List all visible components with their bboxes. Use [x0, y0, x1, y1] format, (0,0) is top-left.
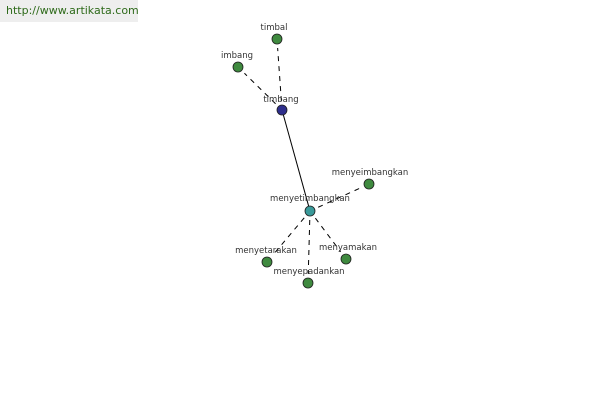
node-label-menyetimbangkan: menyetimbangkan	[270, 194, 350, 204]
node-label-menyamakan: menyamakan	[319, 243, 377, 253]
node-label-menyeimbangkan: menyeimbangkan	[332, 168, 409, 178]
graph-edges	[244, 47, 362, 275]
node-label-timbang: timbang	[263, 95, 298, 105]
node-menyamakan[interactable]	[340, 253, 352, 265]
edge-menyetimbangkan-menyeimbangkan	[317, 187, 362, 208]
node-label-menyepadankan: menyepadankan	[273, 267, 344, 277]
edge-timbang-imbang	[244, 72, 276, 105]
edge-timbang-timbal	[277, 47, 282, 102]
node-timbang[interactable]	[276, 104, 288, 116]
node-menyeimbangkan[interactable]	[363, 178, 375, 190]
edge-menyetimbangkan-menyepadankan	[307, 219, 311, 275]
edge-timbang-menyetimbangkan	[282, 114, 310, 207]
node-label-imbang: imbang	[221, 51, 253, 61]
watermark-url: http://www.artikata.com	[0, 0, 139, 22]
node-menyetarakan[interactable]	[261, 256, 273, 268]
edge-menyetimbangkan-menyetarakan	[272, 217, 305, 256]
node-imbang[interactable]	[232, 61, 244, 73]
node-menyepadankan[interactable]	[302, 277, 314, 289]
node-label-menyetarakan: menyetarakan	[235, 246, 297, 256]
graph-nodes	[232, 33, 375, 289]
node-label-timbal: timbal	[261, 23, 288, 33]
graph-labels: timbang timbal imbang menyetimbangkan menyei…	[221, 23, 408, 277]
edge-menyetimbangkan-menyamakan	[314, 217, 342, 253]
node-timbal[interactable]	[271, 33, 283, 45]
node-menyetimbangkan[interactable]	[304, 205, 316, 217]
